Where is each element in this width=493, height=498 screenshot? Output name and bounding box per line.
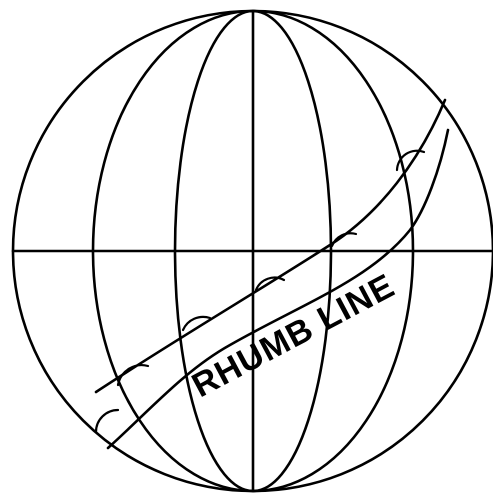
angle-arc-5: [332, 233, 356, 246]
angle-arc-1: [96, 410, 118, 432]
rhumb-line-lower-edge: [108, 130, 448, 448]
rhumb-line-label: RHUMB LINE: [186, 267, 401, 405]
